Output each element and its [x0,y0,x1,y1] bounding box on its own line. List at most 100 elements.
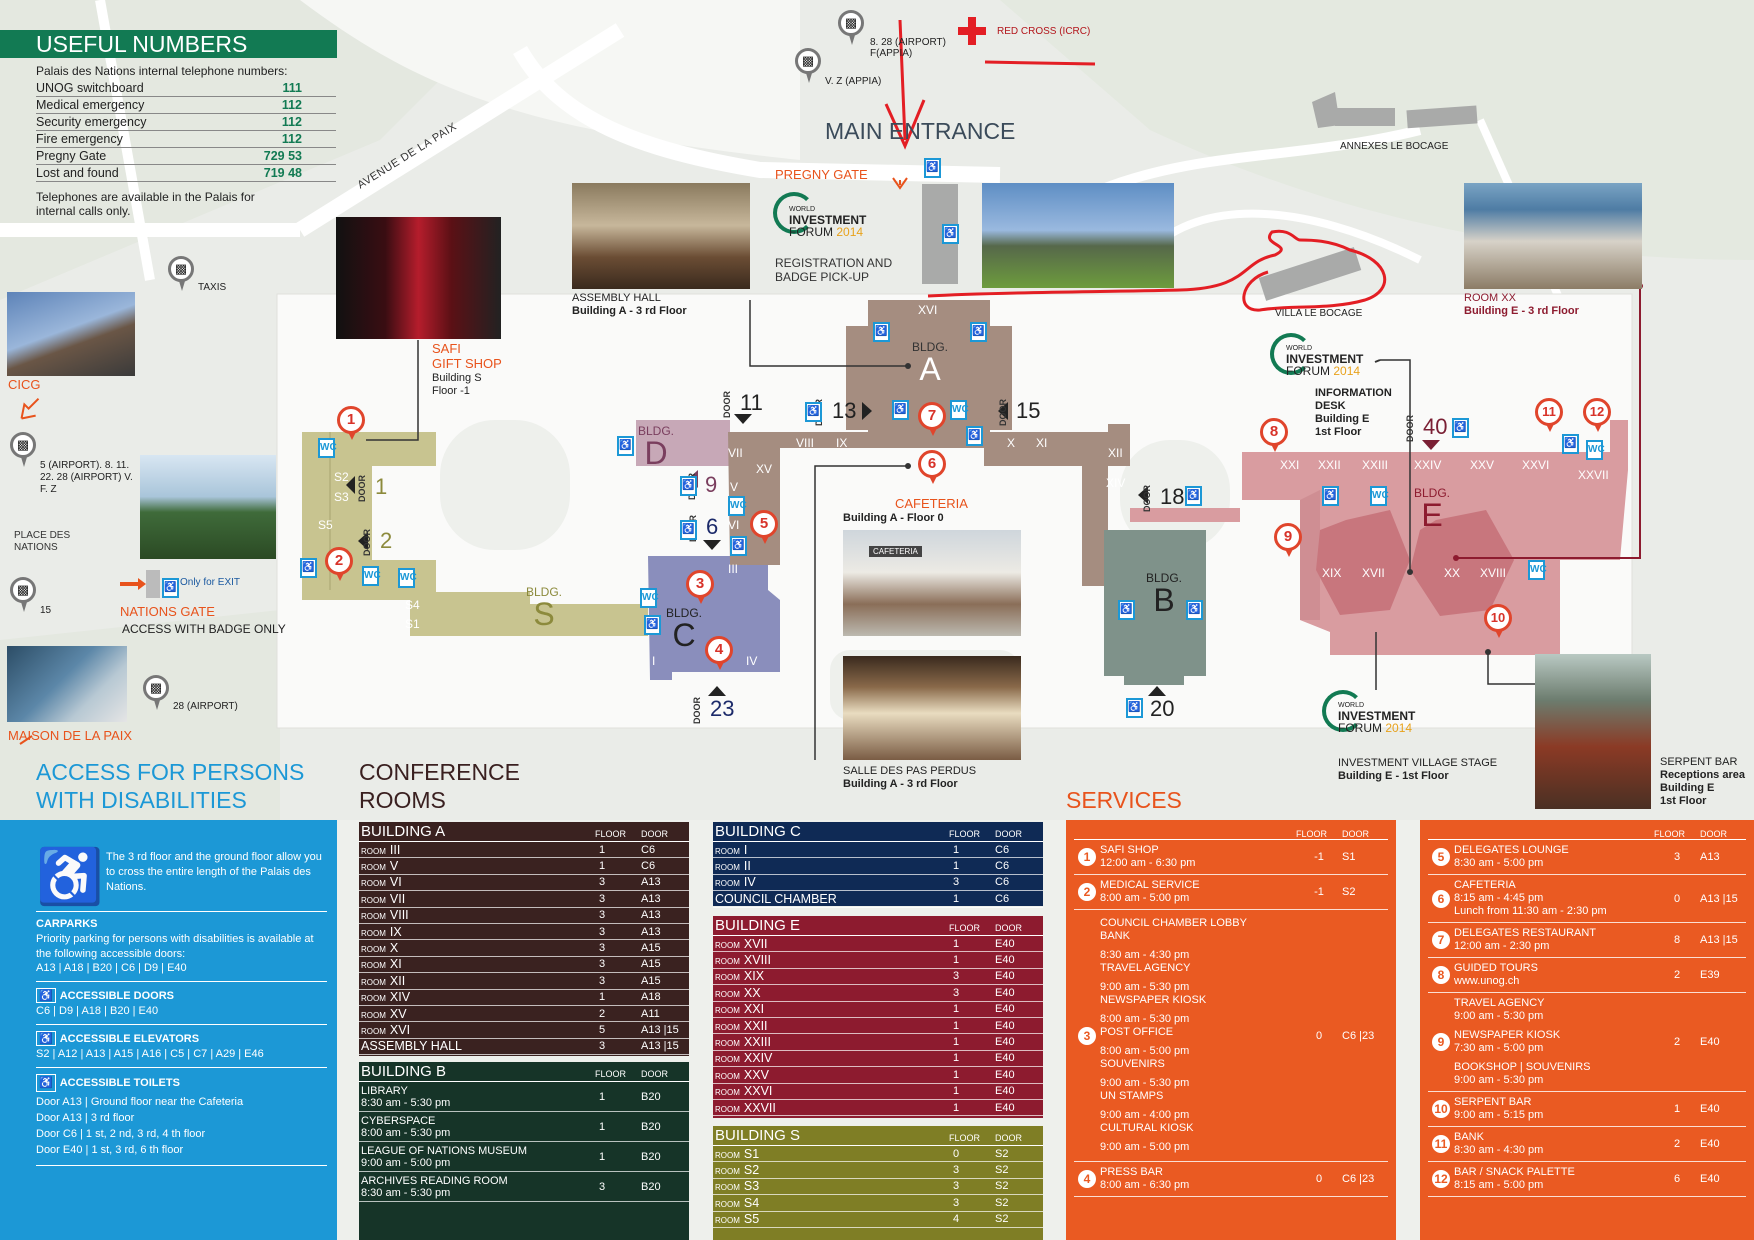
service-line: 8:30 am - 4:30 pm [1100,949,1190,961]
room-floor: 3 [953,986,960,999]
service-marker-8[interactable]: 8 [1260,418,1288,452]
service-number: 7 [1432,931,1450,949]
room-numeral: S1 [405,617,420,631]
service-number: 3 [1078,1026,1096,1045]
service-marker-1[interactable]: 1 [337,406,365,440]
service-line: NEWSPAPER KIOSK [1100,994,1207,1006]
service-marker-4[interactable]: 4 [705,636,733,670]
room-number: XVI [389,1022,411,1037]
room-word: ROOM [715,879,740,889]
building-name: BUILDING B [361,1063,447,1080]
accessible-doors-block: ♿ACCESSIBLE DOORS C6 | D9 | A18 | B20 | … [36,982,327,1025]
service-marker-10[interactable]: 10 [1484,604,1512,638]
service-floor: -1 [1314,851,1324,863]
room-numeral: S4 [405,598,420,612]
useful-number-value: 112 [217,96,336,114]
room-floor: 2 [599,1007,606,1020]
service-marker-5[interactable]: 5 [750,510,778,544]
room-word: ROOM [715,1183,740,1193]
service-number: 1 [1078,848,1096,866]
room-numeral: IX [836,436,848,450]
service-line: 8:00 am - 5:00 pm [1100,1045,1190,1057]
room-word: ROOM [361,846,386,856]
service-marker-11[interactable]: 11 [1535,398,1563,432]
service-line: 12:00 am - 6:30 pm [1100,857,1196,869]
service-number-badge: 5 [1428,848,1454,866]
service-line: BANK [1100,930,1130,942]
toilet-location: Door C6 | 1 st, 2 nd, 3 rd, 4 th floor [36,1128,206,1140]
room-door: E40 [995,954,1015,967]
service-door: A13 |15 [1700,892,1738,905]
accessible-toilet-icon: WC [728,496,747,516]
service-line: NEWSPAPER KIOSK [1454,1029,1561,1041]
door-header: DOOR [641,829,668,839]
useful-number-value: 112 [217,130,336,148]
room-floor: 0 [953,1147,960,1160]
room-numeral: VII [728,446,743,460]
service-line: 8:00 am - 5:30 pm [1100,1013,1190,1025]
accessible-elevators-list: S2 | A12 | A13 | A15 | A16 | C5 | C7 | A… [36,1048,264,1060]
room-word: ROOM [361,994,386,1004]
door-label: 20 [1150,696,1175,721]
service-number-badge: 6 [1428,889,1454,908]
room-name: COUNCIL CHAMBER [715,891,837,906]
room-number: VII [389,891,406,906]
room-number: S5 [743,1212,760,1227]
room-door: E40 [995,1003,1015,1016]
room-number: V [389,859,399,874]
carparks-heading: CARPARKS [36,918,98,930]
bus-stop-icon: ▩ [838,10,864,45]
service-marker-9[interactable]: 9 [1274,523,1302,557]
service-marker-2[interactable]: 2 [325,547,353,581]
wheelchair-icon: ♿ [1185,486,1202,506]
room-numeral: XXI [1280,458,1300,472]
room-door: E40 [995,1036,1015,1049]
room-numeral: S2 [334,470,349,484]
door-header: DOOR [995,829,1022,839]
useful-number-value: 111 [217,80,336,97]
service-line: DELEGATES LOUNGE [1454,844,1569,856]
service-marker-3[interactable]: 3 [686,570,714,604]
service-marker-12[interactable]: 12 [1583,398,1611,432]
venue-hours: 9:00 am - 5:00 pm [361,1156,451,1169]
room-number: XI [389,957,402,972]
room-door: C6 [995,843,1010,856]
service-line: 7:30 am - 5:00 pm [1454,1042,1544,1054]
annexes-label: ANNEXES LE BOCAGE [1340,141,1449,152]
accessible-elevator-icon: ♿ [892,400,909,420]
accessible-doors-list: C6 | D9 | A18 | B20 | E40 [36,1005,159,1017]
room-floor: 1 [953,1036,960,1049]
service-marker-7[interactable]: 7 [918,402,946,436]
service-line: 9:00 am - 5:30 pm [1454,1074,1544,1086]
room-door: E40 [995,970,1015,983]
service-marker-6[interactable]: 6 [918,450,946,484]
room-word: ROOM [715,1216,740,1226]
service-number: 6 [1432,889,1450,908]
service-number: 11 [1432,1135,1450,1153]
accessible-elevators-heading: ACCESSIBLE ELEVATORS [59,1033,200,1045]
service-number-badge: 1 [1074,848,1100,866]
useful-number-label: Lost and found [36,164,218,182]
serpent-bar-photo [1535,654,1651,809]
room-word: ROOM [361,1026,386,1036]
